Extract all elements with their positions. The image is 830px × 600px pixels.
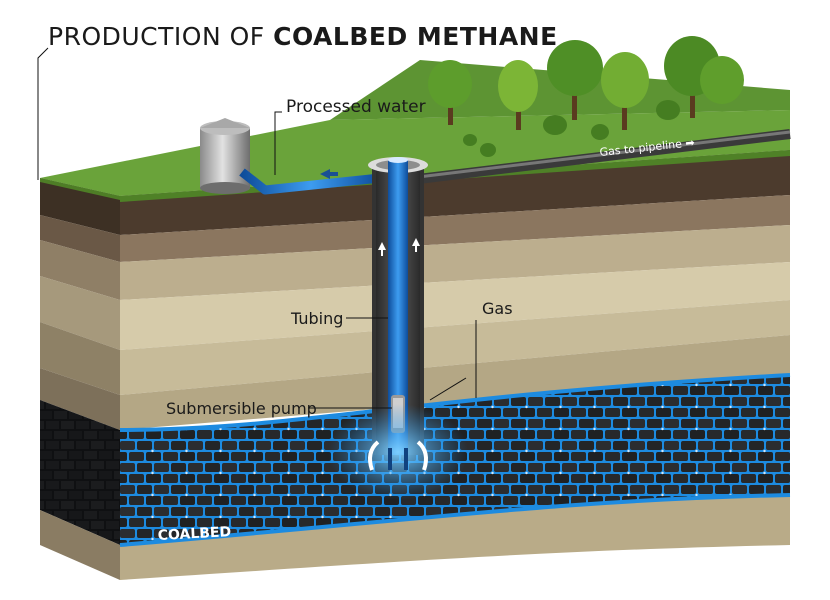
diagram-title: PRODUCTION OF COALBED METHANE [48,22,558,51]
block-front-face [119,150,791,580]
trees [428,36,744,157]
title-emphasis: COALBED METHANE [273,22,558,51]
block-side-face [40,178,120,580]
gas-pipeline [409,129,791,185]
leader-lines [37,47,477,409]
label-coalbed: COALBED [157,524,231,544]
processed-water-pipe [239,168,381,195]
water-tank [200,118,250,194]
title-prefix: PRODUCTION OF [48,22,265,51]
water-inflow [328,404,468,500]
label-processed-water: Processed water [286,97,426,117]
label-submersible-pump: Submersible pump [166,399,317,418]
label-tubing: Tubing [290,309,343,328]
label-gas: Gas [482,299,513,318]
